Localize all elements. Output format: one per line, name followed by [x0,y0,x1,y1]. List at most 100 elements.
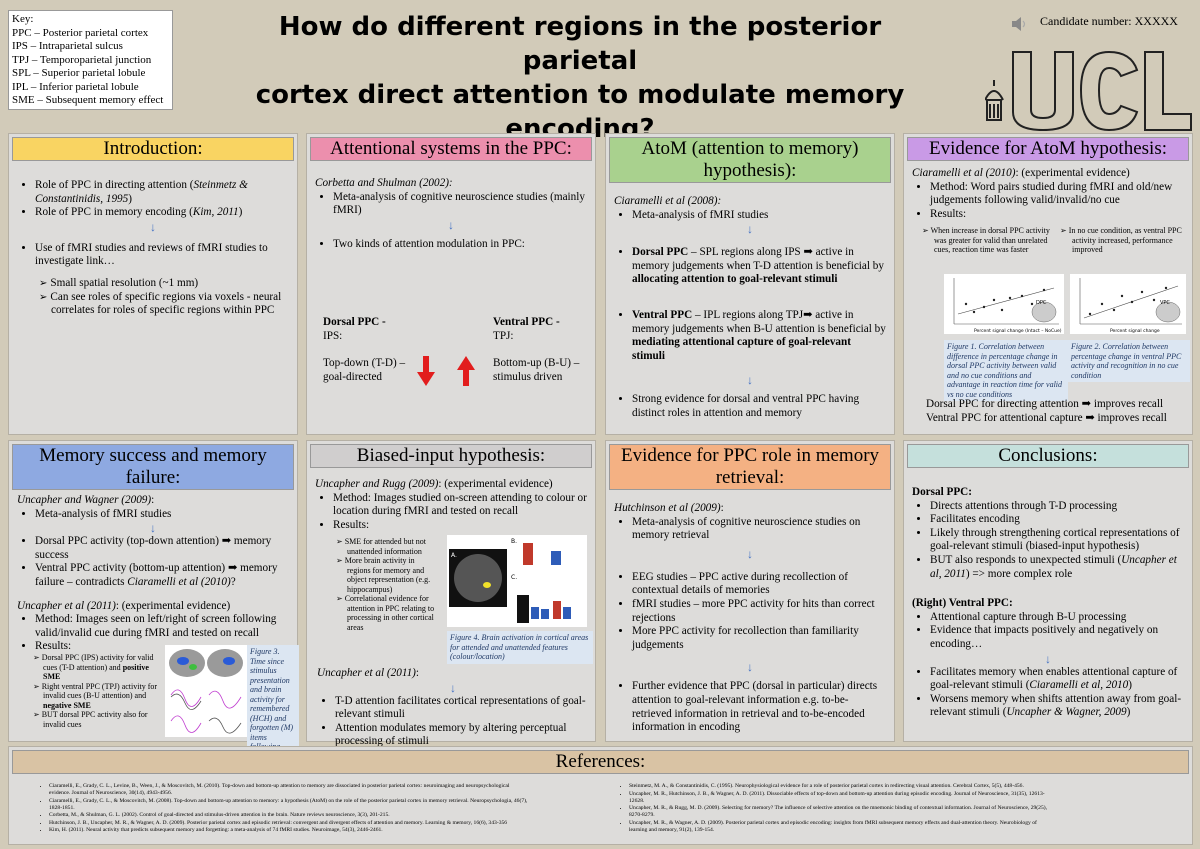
atom-bullet: Strong evidence for dorsal and ventral P… [632,393,886,420]
atom-bullet-ventral: Ventral PPC – IPL regions along TPJ➡ act… [632,309,886,363]
concl-bullet: BUT also responds to unexpected stimuli … [930,554,1184,581]
memory-bullet: Method: Images seen on left/right of scr… [35,613,289,640]
concl-bullet: Worsens memory when shifts attention awa… [930,693,1184,720]
fig1-region: DPC [1036,300,1047,306]
atom-panel: AtoM (attention to memory) hypothesis): … [605,133,895,435]
title-line: How do different regions in the posterio… [278,12,882,76]
fig2-region: VPC [1160,300,1170,306]
text: ? [230,575,236,588]
down-arrow-icon: ↓ [450,680,456,695]
reference-item: Uncapher, M. R., & Wagner, A. D. (2009).… [629,820,1051,834]
text: Role of PPC in directing attention ( [35,179,194,191]
memory-bullet: Meta-analysis of fMRI studies [35,508,289,522]
reference-item: Corbetta, M., & Shulman, G. L. (2002). C… [49,812,531,819]
atom-bullet: Meta-analysis of fMRI studies [632,209,886,223]
retrieval-bullet: fMRI studies – more PPC activity for hit… [632,598,886,625]
emphasis: positive SME [43,662,149,682]
down-arrow-icon: ↓ [150,521,156,536]
poster-title: How do different regions in the posterio… [230,10,930,146]
citation: Ciaramelli et al (2010) [127,575,231,588]
concl-bullet: Attentional capture through B-U processi… [930,611,1184,625]
biased-bullet: Method: Images studied on-screen attendi… [333,492,587,519]
citation: Uncapher & Wagner, 2009 [1006,706,1127,719]
text: ) [1128,679,1132,692]
fig1-xlabel: Percent signal change (Intact – NoCue) [974,328,1062,334]
figure-2-caption: Figure 2. Correlation between percentage… [1068,340,1190,382]
candidate-number: Candidate number: XXXXX [1040,14,1178,28]
retrieval-heading: Evidence for PPC role in memory retrieva… [609,444,891,490]
key-item: SPL – Superior parietal lobule [12,67,146,79]
fig-panel-a: A. [451,552,457,559]
result-1: ➢ When increase in dorsal PPC activity w… [922,226,1050,254]
dorsal-sub: IPS: [323,329,343,342]
down-arrow-icon: ↓ [150,219,156,234]
concl-bullet: Facilitates memory when enables attentio… [930,666,1184,693]
result-item: ➢ Correlational evidence for attention i… [336,594,435,632]
biased-heading: Biased-input hypothesis: [310,444,592,468]
concl-bullet: Likely through strengthening cortical re… [930,527,1184,554]
citation: Steinmetz & Constantinidis, 1995 [35,179,248,205]
down-arrow-icon: ↓ [747,222,753,237]
text: : (experimental evidence) [1015,167,1130,179]
key-item: SME – Subsequent memory effect [12,94,164,106]
attn-panel: Attentional systems in the PPC: Corbetta… [306,133,596,435]
citation: Uncapher and Rugg (2009) [315,478,439,490]
citation: Ciaramelli et al (2008): [614,195,722,207]
references-heading: References: [12,750,1189,774]
key-item: IPS – Intraparietal sulcus [12,40,123,52]
atom-bullet-dorsal: Dorsal PPC – SPL regions along IPS ➡ act… [632,246,886,287]
attn-bullet: Two kinds of attention modulation in PPC… [333,238,587,252]
figure-4-brain-activation: A. B. C. [447,535,587,627]
intro-bullet: Use of fMRI studies and reviews of fMRI … [35,242,289,269]
ucl-logo [985,50,1192,132]
text: Correlational evidence for attention in … [344,594,435,632]
figure-1-scatter: DPC Percent signal change (Intact – NoCu… [944,274,1064,334]
citation: Uncapher et al (2011) [317,667,416,679]
citation: Ciaramelli et al (2010) [912,167,1016,179]
dorsal-title: Dorsal PPC: [912,486,972,498]
evidence-heading: Evidence for AtoM hypothesis: [907,137,1189,161]
text: Worsens memory when shifts attention awa… [930,692,1182,719]
ventral-desc: Bottom-up (B-U) – stimulus driven [493,357,580,383]
down-arrow-icon: ↓ [747,373,753,388]
arrow-up-icon [457,356,475,386]
text: More brain activity in regions for memor… [344,556,431,594]
dorsal-desc: Top-down (T-D) – goal-directed [323,357,406,383]
reference-item: Uncapher, M. R., Hutchinson, J. B., & Wa… [629,791,1051,805]
summary-line: Dorsal PPC for directing attention ➡ imp… [926,398,1164,410]
concl-bullet: Directs attentions through T-D processin… [930,500,1184,514]
reference-item: Steinmetz, M. A., & Constantinidis, C. (… [629,783,1051,790]
evidence-summary: Dorsal PPC for directing attention ➡ imp… [926,398,1192,425]
concl-bullet: Evidence that impacts positively and neg… [930,624,1184,651]
ventral-title: Ventral PPC - [493,316,560,328]
evidence-bullet: Method: Word pairs studied during fMRI a… [930,181,1184,208]
down-arrow-icon: ↓ [747,546,753,561]
retrieval-bullet: More PPC activity for recollection than … [632,625,886,652]
key-item: TPJ – Temporoparietal junction [12,53,152,66]
citation: Uncapher and Wagner (2009) [17,494,152,506]
intro-heading: Introduction: [12,137,294,161]
text: ) [238,206,243,219]
attn-bullet: Meta-analysis of cognitive neuroscience … [333,191,587,218]
result-item: ➢ More brain activity in regions for mem… [336,556,431,594]
conclusions-panel: Conclusions: Dorsal PPC: Directs attenti… [903,440,1193,742]
result-item: ➢ Dorsal PPC (IPS) activity for valid cu… [33,653,154,682]
speaker-icon[interactable] [1010,14,1030,34]
citation: Hutchinson et al (2009) [614,502,721,514]
text: Facilitates memory when enables attentio… [930,665,1178,692]
text: ) [1126,706,1131,719]
reference-item: Ciaramelli, E., Grady, C. L., Levine, B.… [49,783,531,797]
evidence-panel: Evidence for AtoM hypothesis: Ciaramelli… [903,133,1193,435]
down-arrow-icon: ↓ [1045,651,1051,666]
key-box: Key: PPC – Posterior parietal cortex IPS… [8,10,173,110]
citation: Corbetta and Shulman (2002): [315,177,453,189]
references-left: Ciaramelli, E., Grady, C. L., Levine, B.… [31,783,531,835]
biased-conclusion: Uncapher et al (2011): ↓ T-D attention f… [317,667,589,749]
intro-panel: Introduction: Role of PPC in directing a… [8,133,298,435]
dorsal-box: Dorsal PPC - IPS: Top-down (T-D) – goal-… [323,316,413,384]
emphasis: negative SME [43,700,91,710]
biased-results: ➢ SME for attended but not unattended in… [336,537,435,632]
memory-bullet: Dorsal PPC activity (top-down attention)… [35,535,289,562]
retrieval-bullet: EEG studies – PPC active during recollec… [632,571,886,598]
text: SME for attended but not unattended info… [344,537,427,556]
